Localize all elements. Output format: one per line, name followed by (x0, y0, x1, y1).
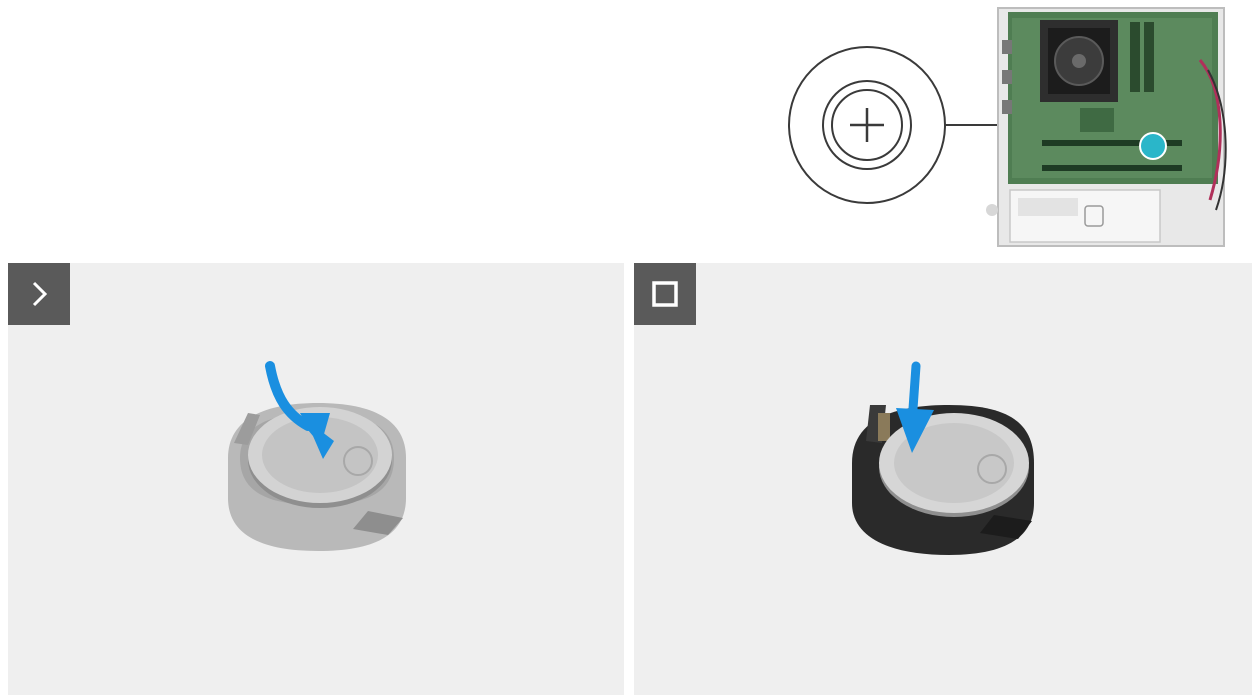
coin-cell-battery (879, 413, 1029, 517)
overview-illustration (780, 0, 1252, 255)
battery-location-highlight (1140, 133, 1166, 159)
coin-cell-battery-seated-illustration (634, 263, 1252, 695)
step-panel-insert (8, 263, 624, 695)
step-panel-seated (634, 263, 1252, 695)
coin-cell-battery-insert-illustration (8, 263, 624, 695)
computer-chassis (986, 8, 1226, 246)
computer-overview (780, 0, 1252, 255)
